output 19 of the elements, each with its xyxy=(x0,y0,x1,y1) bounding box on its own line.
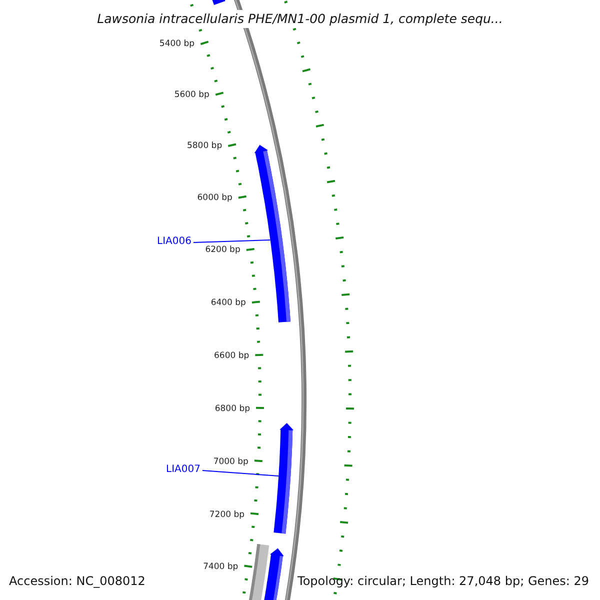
position-label: 6200 bp xyxy=(205,246,240,256)
position-label: 6600 bp xyxy=(214,352,250,362)
position-label: 5400 bp xyxy=(159,40,195,50)
gene-label: LIA006 xyxy=(157,236,192,247)
position-label: 7400 bp xyxy=(203,563,238,573)
summary-text: Topology: circular; Length: 27,048 bp; Genes: 29 xyxy=(298,575,589,588)
position-label: 6400 bp xyxy=(210,299,246,308)
gene-label: LIA007 xyxy=(166,464,200,475)
position-label: 7200 bp xyxy=(209,510,244,520)
accession-text: Accession: NC_008012 xyxy=(9,575,146,588)
gene-arrow xyxy=(274,423,294,534)
leader-line xyxy=(192,240,271,243)
gene-arrow xyxy=(254,144,290,322)
position-label: 5600 bp xyxy=(174,90,210,100)
leader-line xyxy=(202,470,280,476)
position-label: 7000 bp xyxy=(213,458,248,468)
position-label: 6000 bp xyxy=(197,194,232,204)
position-label: 5800 bp xyxy=(186,142,222,152)
position-label: 6800 bp xyxy=(214,404,250,414)
